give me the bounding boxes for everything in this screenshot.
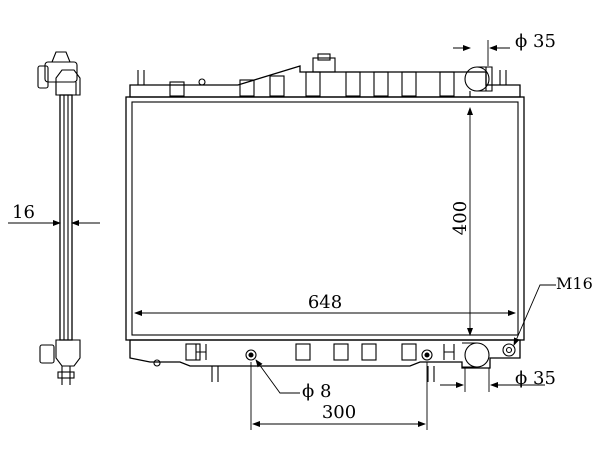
top-tank <box>129 65 521 98</box>
bottom-tank-ribs <box>185 343 417 361</box>
bottom-tank <box>129 339 521 369</box>
bottom-bracket-right <box>443 344 455 360</box>
bottom-bracket-left <box>195 344 207 360</box>
side-top-tank <box>55 69 81 96</box>
width-label: 648 <box>308 292 342 313</box>
side-filler-neck <box>44 61 78 83</box>
drain-plug <box>502 343 516 357</box>
front-view <box>125 53 525 382</box>
filler-neck <box>312 57 336 73</box>
side-bottom-tank <box>55 339 81 367</box>
side-core <box>59 94 73 341</box>
mount-hole-spacing-label: 300 <box>322 402 356 423</box>
dimension-lines <box>8 40 556 430</box>
top-tank-ribs <box>169 71 455 97</box>
side-filler-cap <box>37 65 49 89</box>
top-pipe-diameter-label: ϕ 35 <box>515 31 556 52</box>
mount-hole-left <box>245 349 257 361</box>
side-bottom-outlet <box>39 344 55 364</box>
mount-hole-diameter-label: ϕ 8 <box>302 381 331 402</box>
height-label: 400 <box>450 201 471 235</box>
bottom-outlet-pipe <box>464 342 490 368</box>
thickness-label: 16 <box>12 202 35 223</box>
drain-thread-label: M16 <box>556 274 593 293</box>
mount-hole-right <box>421 349 433 361</box>
side-view <box>37 51 81 385</box>
bottom-pipe-diameter-label: ϕ 35 <box>515 368 556 389</box>
dimension-labels: 16 400 648 ϕ 35 ϕ 35 M16 ϕ 8 300 <box>12 31 593 423</box>
